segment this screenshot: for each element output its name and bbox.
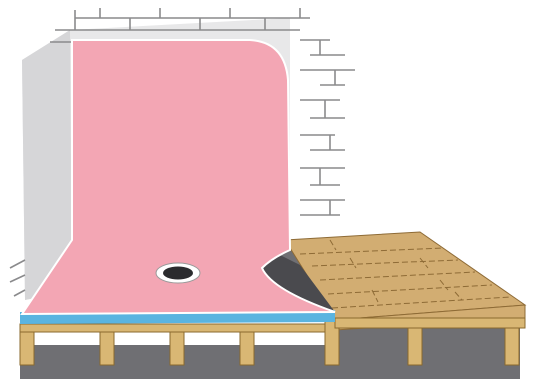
joist-right-beam bbox=[335, 318, 525, 328]
joist-post bbox=[240, 332, 254, 365]
joist-post bbox=[100, 332, 114, 365]
foundation-band bbox=[20, 345, 520, 379]
brick-lines-right bbox=[300, 40, 355, 215]
joist-top-beam bbox=[20, 324, 335, 332]
joist-post bbox=[20, 332, 34, 365]
brick-lines-left bbox=[10, 260, 25, 296]
joist-post bbox=[170, 332, 184, 365]
floor-drain-icon bbox=[156, 263, 200, 283]
